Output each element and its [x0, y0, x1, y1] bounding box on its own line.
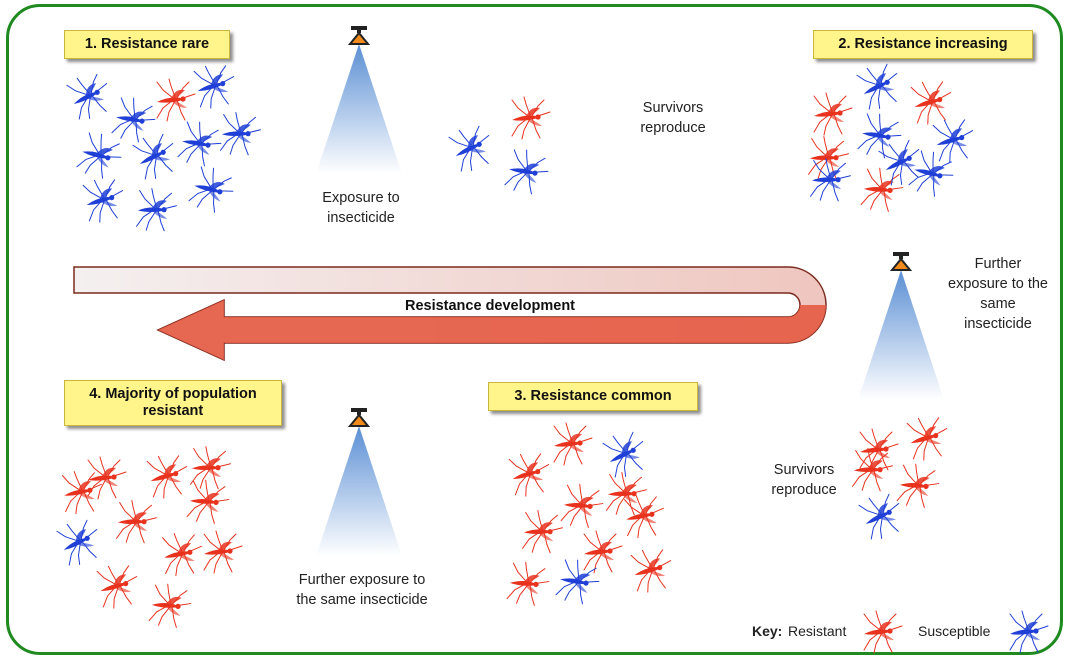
- mosquito-icon: [60, 470, 104, 515]
- mosquito-icon: [806, 136, 850, 180]
- mosquito-icon: [82, 178, 126, 223]
- mosquito-icon: [188, 166, 234, 213]
- mosquito-icon: [878, 139, 924, 186]
- key-legend: Key: Resistant Susceptible: [752, 610, 1052, 654]
- mosquito-icon: [508, 96, 552, 140]
- mosquito-icon: [555, 559, 600, 605]
- mosquito-icon: [193, 64, 237, 109]
- survivors-caption-2: Survivors reproduce: [771, 462, 837, 498]
- mosquito-icon: [906, 416, 950, 461]
- mosquito-icon: [604, 472, 648, 516]
- mosquito-icon: [508, 452, 552, 497]
- insecticide-sprayer-icon: [858, 252, 944, 400]
- mosquito-icon: [630, 548, 674, 593]
- stage-1-label: 1. Resistance rare: [64, 30, 230, 59]
- mosquito-icon: [810, 92, 854, 136]
- mosquito-icon: [132, 133, 178, 180]
- mosquito-icon: [177, 121, 222, 167]
- mosquito-icon: [218, 112, 262, 156]
- mosquito-icon: [550, 422, 594, 466]
- mosquito-icon: [850, 448, 894, 492]
- stage-2-label: 2. Resistance increasing: [813, 30, 1033, 59]
- stage-4-label: 4. Majority of population resistant: [64, 380, 282, 426]
- mosquito-icon: [148, 583, 192, 628]
- mosquito-icon: [860, 167, 904, 212]
- mosquito-icon: [857, 113, 902, 159]
- resistance-development-label: Resistance development: [404, 298, 576, 314]
- mosquito-icon: [932, 118, 976, 163]
- survivors-caption-1: Survivors reproduce: [640, 100, 706, 136]
- mosquito-icon: [908, 150, 954, 197]
- mosquito-icon: [66, 73, 112, 120]
- mosquito-icon: [1006, 610, 1050, 654]
- mosquito-icon: [186, 479, 230, 524]
- mosquito-icon: [146, 454, 190, 499]
- mosquito-icon: [808, 158, 852, 202]
- mosquito-icon: [200, 530, 244, 574]
- mosquito-icon: [504, 149, 549, 195]
- mosquito-icon: [153, 78, 197, 122]
- insecticide-sprayer-icon: [316, 408, 402, 556]
- mosquito-icon: [448, 125, 494, 172]
- exposure-caption-2: Further exposure to the same insecticide: [948, 256, 1048, 332]
- exposure-caption-3: Further exposure to the same insecticide: [296, 572, 428, 608]
- mosquito-icon: [602, 431, 648, 478]
- mosquito-icon: [160, 532, 204, 577]
- key-resistant-label: Resistant: [788, 623, 847, 639]
- key-susceptible-label: Susceptible: [918, 623, 991, 639]
- mosquito-icon: [114, 500, 158, 544]
- mosquito-icon: [111, 97, 156, 143]
- mosquito-icon: [520, 510, 564, 554]
- mosquito-icon: [580, 530, 624, 574]
- mosquito-icon: [134, 188, 178, 232]
- key-label: Key:: [752, 623, 783, 639]
- stage-3-label: 3. Resistance common: [488, 382, 698, 411]
- mosquito-icon: [76, 132, 122, 179]
- mosquito-icon: [56, 519, 102, 566]
- mosquito-icon: [896, 463, 940, 508]
- mosquito-icon: [858, 493, 904, 540]
- insecticide-sprayer-icon: [316, 26, 402, 174]
- mosquito-icon: [860, 610, 904, 654]
- mosquito-icon: [506, 561, 550, 606]
- mosquito-icon: [856, 63, 902, 110]
- mosquito-icon: [910, 80, 954, 125]
- mosquito-icon: [622, 494, 666, 539]
- mosquito-icon: [560, 483, 604, 528]
- mosquito-icon: [188, 446, 232, 490]
- exposure-caption-1: Exposure to insecticide: [322, 190, 400, 226]
- mosquito-icon: [96, 564, 140, 609]
